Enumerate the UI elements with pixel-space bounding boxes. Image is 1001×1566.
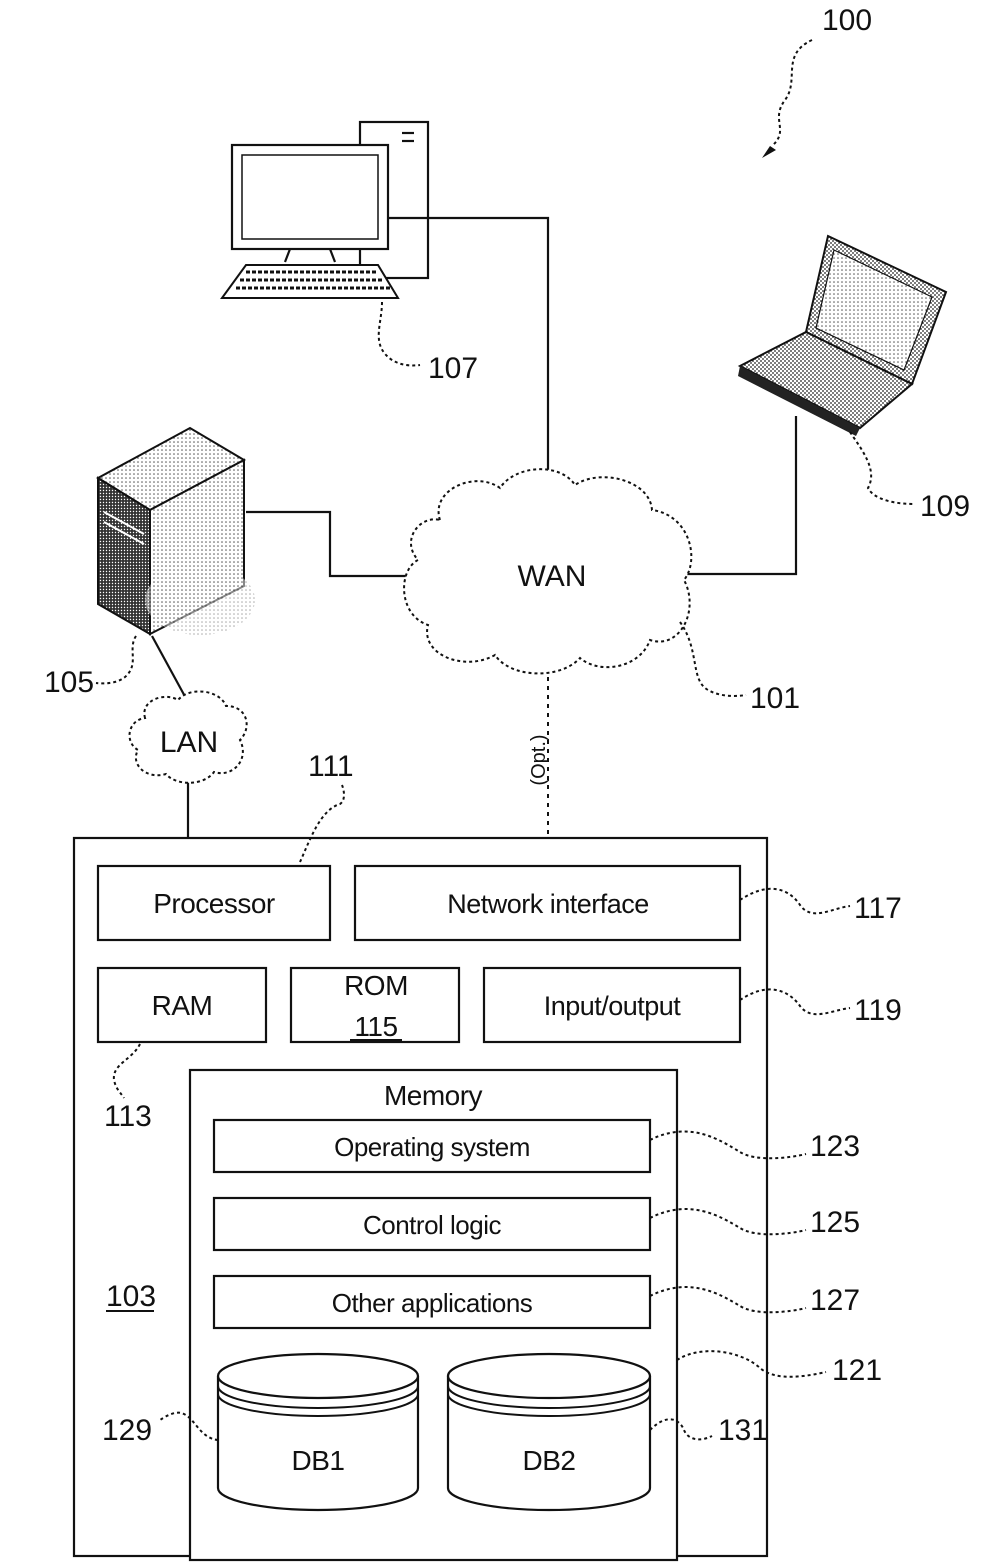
other-applications-ref-label: 127 (810, 1284, 860, 1317)
laptop-wan-link (684, 416, 796, 574)
laptop-icon (738, 236, 946, 436)
db2-ref-label: 131 (718, 1414, 768, 1447)
control-logic-ref-label: 125 (810, 1206, 860, 1239)
optional-link-label: (Opt.) (528, 734, 550, 785)
memory-label: Memory (384, 1080, 483, 1111)
db1-ref-label: 129 (102, 1414, 152, 1447)
rom-ref-label: 115 (354, 1011, 397, 1042)
control-logic-label: Control logic (363, 1210, 502, 1240)
processor-ref-label: 111 (308, 750, 354, 783)
desktop-computer-icon (222, 122, 428, 298)
network-interface-label: Network interface (447, 889, 649, 919)
ram-ref-label: 113 (104, 1100, 152, 1133)
server-icon (98, 428, 255, 635)
server-lan-link (152, 636, 188, 702)
rom-label: ROM (344, 970, 408, 1001)
lan-label: LAN (160, 726, 218, 759)
server-wan-link (246, 512, 420, 576)
db1-cylinder-icon (218, 1354, 418, 1510)
db2-label: DB2 (523, 1445, 576, 1476)
desktop-ref-leader (379, 302, 420, 365)
input-output-label: Input/output (544, 991, 682, 1021)
figure-ref-label: 100 (822, 4, 872, 37)
figure-ref-leader (772, 40, 812, 146)
operating-system-ref-label: 123 (810, 1130, 860, 1163)
wan-ref-label: 101 (750, 682, 800, 715)
server-ref-label: 105 (44, 666, 94, 699)
laptop-ref-label: 109 (920, 490, 970, 523)
desktop-ref-label: 107 (428, 352, 478, 385)
db1-label: DB1 (292, 1445, 345, 1476)
wan-ref-leader (680, 622, 746, 696)
input-output-ref-label: 119 (854, 994, 902, 1027)
computer-ref-label: 103 (106, 1280, 156, 1313)
figure-ref-arrowhead (762, 146, 776, 158)
ram-label: RAM (152, 990, 213, 1021)
operating-system-label: Operating system (334, 1132, 530, 1162)
server-ref-leader (96, 636, 136, 683)
network-interface-ref-label: 117 (854, 892, 902, 925)
processor-label: Processor (153, 888, 275, 919)
memory-ref-label: 121 (832, 1354, 882, 1387)
db2-cylinder-icon (448, 1354, 650, 1510)
laptop-ref-leader (850, 432, 914, 504)
wan-label: WAN (518, 560, 587, 593)
other-applications-label: Other applications (332, 1288, 533, 1318)
